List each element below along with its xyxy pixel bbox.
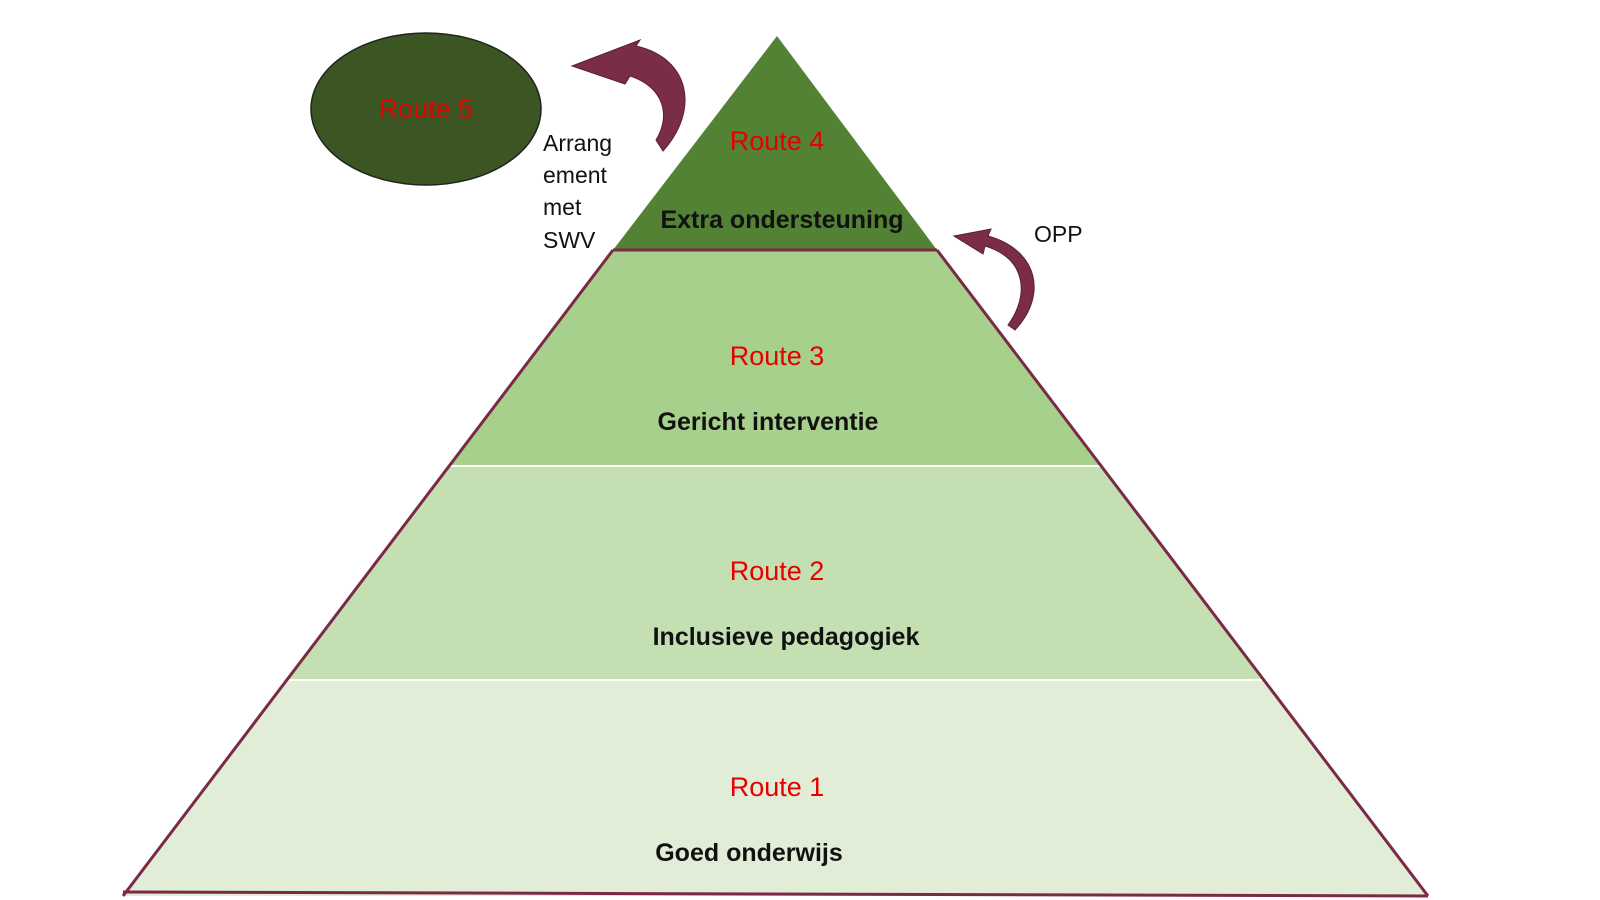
route-3-label: Route 3 bbox=[730, 341, 825, 371]
pyramid-outline bbox=[121, 249, 615, 897]
arrangement-label-line: Arrang bbox=[543, 130, 612, 156]
opp-label: OPP bbox=[1034, 221, 1083, 247]
arrangement-label-line: SWV bbox=[543, 227, 596, 253]
pyramid-outline bbox=[935, 249, 1430, 897]
pyramid-outline bbox=[122, 890, 1429, 898]
arrangement-label-line: ement bbox=[543, 162, 608, 188]
level-4-band bbox=[613, 36, 937, 250]
route-1-label: Route 1 bbox=[730, 772, 825, 802]
route-4-label: Route 4 bbox=[730, 126, 825, 156]
route-2-label: Route 2 bbox=[730, 556, 825, 586]
level-1-band bbox=[123, 680, 1428, 896]
level-3-band bbox=[448, 250, 1100, 466]
curved-arrow-icon bbox=[952, 228, 1035, 331]
arrangement-label-line: met bbox=[543, 194, 582, 220]
route-5-oval bbox=[310, 32, 542, 186]
route-3-description: Gericht interventie bbox=[658, 408, 879, 436]
route-4-description: Extra ondersteuning bbox=[660, 206, 903, 234]
level-2-band bbox=[287, 466, 1265, 680]
route-2-description: Inclusieve pedagogiek bbox=[653, 623, 920, 651]
route-5-label: Route 5 bbox=[379, 94, 474, 124]
curved-arrow-icon bbox=[570, 38, 686, 152]
route-1-description: Goed onderwijs bbox=[655, 839, 843, 867]
